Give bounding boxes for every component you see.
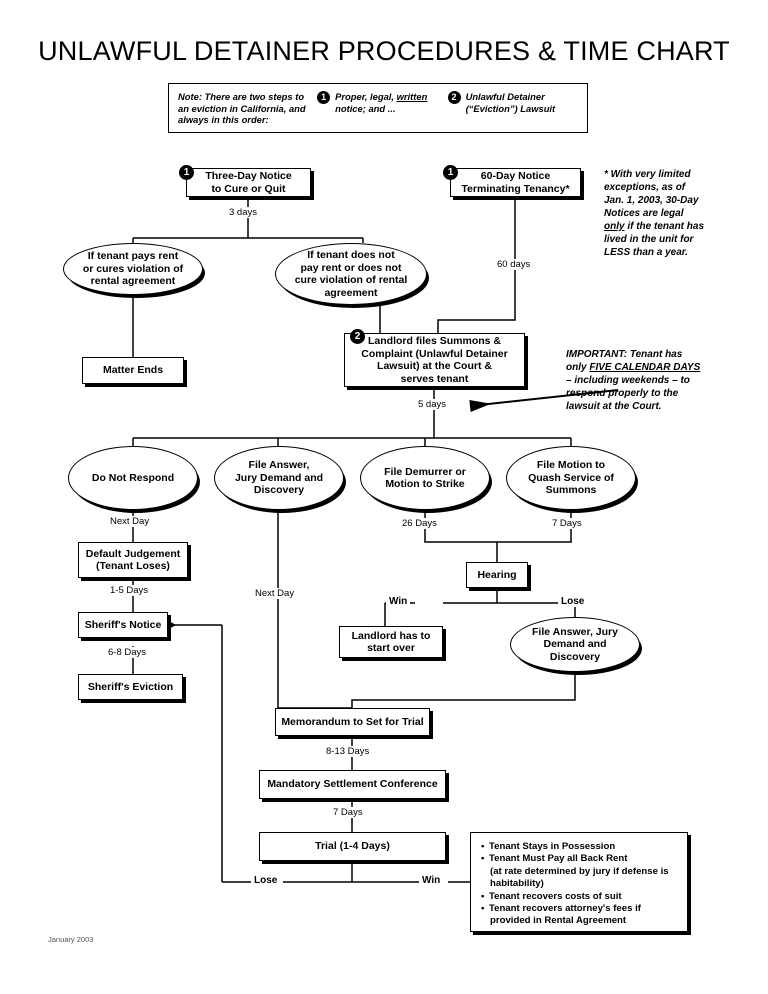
step-2-badge-icon: 2 [447,91,461,104]
edge-label-three-days: 3 days [226,207,260,218]
edge-label-next-day-left: Next Day [107,516,153,527]
step-1-badge-three-day-icon: 1 [179,165,194,180]
node-matter-ends[interactable]: Matter Ends [82,357,184,384]
edge-label-6-8-days: 6-8 Days [105,647,150,658]
note-step-2-text: Unlawful Detainer(“Eviction”) Lawsuit [465,91,556,114]
node-hearing-label: Hearing [477,568,517,581]
node-sheriffs-notice[interactable]: Sheriff's Notice [78,612,168,638]
node-trial-label: Trial (1-4 Days) [315,840,390,853]
node-file-answer-jury-demand-bottom-label: File Answer, Jury Demand and Discovery [532,625,618,663]
note-step-1-text: Proper, legal, written notice; and ... [335,91,428,114]
node-default-judgement-label: Default Judgement (Tenant Loses) [85,547,181,573]
outcome-item: • Tenant recovers costs of suit [481,890,622,902]
edge-label-7-days-trial: 7 Days [330,807,366,818]
node-sheriffs-eviction-label: Sheriff's Eviction [87,680,174,693]
node-file-answer-jury-demand-top-label: File Answer, Jury Demand and Discovery [234,459,324,497]
node-landlord-start-over-label: Landlord has to start over [351,629,431,655]
outcome-item: • Tenant Stays in Possession [481,841,616,852]
node-memorandum-set-for-trial[interactable]: Memorandum to Set for Trial [275,708,430,736]
node-tenant-does-not-cure-label: If tenant does not pay rent or does not … [294,249,408,299]
node-file-demurrer-motion-strike-label: File Demurrer or Motion to Strike [384,465,466,491]
edge-label-8-13-days: 8-13 Days [323,746,373,757]
node-sheriffs-eviction[interactable]: Sheriff's Eviction [78,674,183,700]
edge-label-hearing-win: Win [386,596,411,607]
edge-label-trial-lose: Lose [251,875,281,886]
important-note-five-calendar-days: IMPORTANT: Tenant has only FIVE CALENDAR… [566,349,701,412]
bullet-icon: • [481,841,485,852]
step-1-badge-icon: 1 [317,91,331,104]
node-file-motion-quash-service[interactable]: File Motion to Quash Service of Summons [506,446,636,510]
edge-label-five-days: 5 days [415,399,449,410]
edge-label-7-days-quash: 7 Days [549,518,585,529]
node-file-answer-jury-demand-top[interactable]: File Answer, Jury Demand and Discovery [214,446,344,510]
node-mandatory-settlement-conference[interactable]: Mandatory Settlement Conference [259,770,446,799]
note-step-2: 2 Unlawful Detainer(“Eviction”) Lawsuit [447,91,578,114]
footer-date: January 2003 [48,935,94,944]
node-landlord-files-summons-label: Landlord files Summons & Complaint (Unla… [361,335,508,385]
node-sheriffs-notice-label: Sheriff's Notice [84,618,162,631]
node-file-motion-quash-service-label: File Motion to Quash Service of Summons [528,459,614,497]
edge-label-next-day-middle: Next Day [252,588,298,599]
note-intro-text: Note: There are two steps to an eviction… [178,91,306,126]
bullet-icon: • [481,903,485,915]
edge-label-26-days: 26 Days [399,518,440,529]
node-default-judgement[interactable]: Default Judgement (Tenant Loses) [78,542,188,578]
edge-label-hearing-lose: Lose [558,596,588,607]
node-memorandum-set-for-trial-label: Memorandum to Set for Trial [281,715,424,728]
node-tenant-does-not-cure[interactable]: If tenant does not pay rent or does not … [275,243,427,305]
note-step-1: 1 Proper, legal, written notice; and ... [317,91,447,114]
edge-label-trial-win: Win [419,875,444,886]
outcome-item: • Tenant recovers attorney's fees if pro… [481,903,641,927]
edge-label-sixty-days: 60 days [494,259,534,270]
node-trial[interactable]: Trial (1-4 Days) [259,832,446,861]
outcome-box-tenant-wins: • Tenant Stays in Possession • Tenant Mu… [470,832,688,932]
node-landlord-files-summons[interactable]: Landlord files Summons & Complaint (Unla… [344,333,525,387]
node-file-answer-jury-demand-bottom[interactable]: File Answer, Jury Demand and Discovery [510,617,640,672]
node-mandatory-settlement-conference-label: Mandatory Settlement Conference [267,778,438,791]
page-title: UNLAWFUL DETAINER PROCEDURES & TIME CHAR… [38,36,730,66]
note-box: Note: There are two steps to an eviction… [168,83,588,133]
bullet-icon: • [481,890,485,902]
outcome-item: • Tenant Must Pay all Back Rent (at rate… [481,853,669,890]
bullet-icon: • [481,853,485,865]
node-tenant-cures-label: If tenant pays rent or cures violation o… [82,250,184,288]
node-do-not-respond[interactable]: Do Not Respond [68,446,198,510]
node-file-demurrer-motion-strike[interactable]: File Demurrer or Motion to Strike [360,446,490,510]
step-1-badge-sixty-day-icon: 1 [443,165,458,180]
outcome-list: • Tenant Stays in Possession • Tenant Mu… [481,841,678,928]
node-tenant-cures[interactable]: If tenant pays rent or cures violation o… [63,243,203,295]
step-2-badge-landlord-files-icon: 2 [350,329,365,344]
footnote-sixty-day-notice: * With very limited exceptions, as of Ja… [604,169,705,258]
node-matter-ends-label: Matter Ends [102,364,164,377]
node-landlord-start-over[interactable]: Landlord has to start over [339,626,443,658]
edge-label-1-5-days: 1-5 Days [107,585,152,596]
node-do-not-respond-label: Do Not Respond [91,471,175,484]
node-hearing[interactable]: Hearing [466,562,528,588]
